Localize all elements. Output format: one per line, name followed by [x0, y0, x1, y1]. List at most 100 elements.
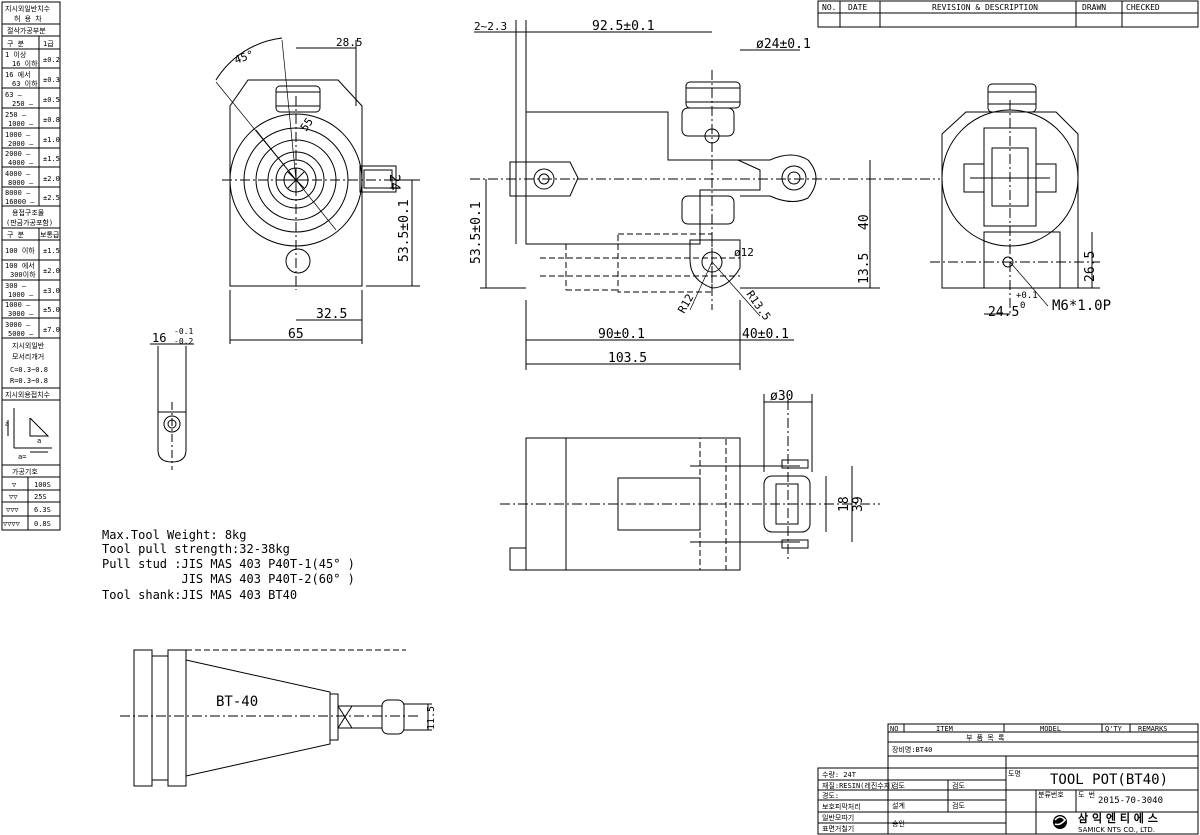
tol2-row-range-b: 300이하 [10, 270, 36, 279]
hardness-field: 경도: [822, 791, 839, 800]
weld-title: 지시외용접치수 [5, 390, 51, 399]
approve-label: 승인 [892, 819, 905, 828]
tol-row-range-a: 250 – [5, 111, 27, 119]
tol-row-value: ±0.5 [43, 96, 60, 104]
dim-53-5-front: 53.5±0.1 [397, 199, 412, 262]
tol-row-value: ±2.5 [43, 194, 60, 202]
tol2-row-value: ±2.0 [43, 267, 60, 275]
tol-title-1: 지시외일반치수 [5, 4, 51, 13]
check-label-2: 검도 [952, 782, 965, 790]
tol-row-range-b: 2000 – [8, 140, 34, 148]
tol-col2-header-1: 구 분 [7, 231, 25, 239]
dim-tol-dn: 0 [1020, 301, 1025, 311]
top-view: ø30 18 39 [500, 389, 880, 571]
bom-title: 부 품 목 록 [966, 734, 1005, 742]
tol-row-range-a: 1000 – [5, 131, 31, 139]
check-label-3: 검도 [952, 802, 965, 810]
weld-a-eq: a= [18, 453, 26, 461]
tol2-row-range-a: 100 에서 [5, 261, 35, 270]
tol-row-range-a: 16 에서 [5, 70, 31, 79]
general-field: 일반모따기 [822, 813, 854, 822]
dim-103-5: 103.5 [608, 351, 647, 366]
drawing-number: 2015-70-3040 [1098, 796, 1163, 806]
dim-11-5: 11.5 [426, 706, 437, 730]
chamfer-note-2: 모서리개거 [12, 352, 44, 361]
finish-field: 표면거칠기 [822, 824, 854, 833]
rev-col-drawn: DRAWN [1082, 3, 1106, 12]
class-label: 분류번호 [1038, 790, 1064, 799]
tol-col2-header-2: 보통급 [40, 231, 60, 239]
company-name-en: SAMICK NTS CO., LTD. [1078, 826, 1155, 834]
note-tool-shank: Tool shank:JIS MAS 403 BT40 [102, 588, 297, 602]
tol-row-value: ±0.3 [43, 76, 60, 84]
dim-dia-24: ø24±0.1 [756, 37, 811, 52]
finish-symbol: ▽▽▽ [6, 506, 19, 514]
dim-92-5: 92.5±0.1 [592, 19, 655, 34]
company-name-kr: 삼 익 엔 티 에 스 [1078, 811, 1158, 825]
right-view: 26.5 24.5 +0.1 0 M6*1.0P [930, 83, 1111, 320]
dim-90: 90±0.1 [598, 327, 645, 342]
note-max-weight: Max.Tool Weight: 8kg [102, 528, 247, 542]
tol2-row-range-b: 3000 – [8, 310, 34, 318]
dim-13-5: 13.5 [857, 253, 872, 284]
revision-table: NO. DATE REVISION & DESCRIPTION DRAWN CH… [817, 0, 1199, 28]
spec-notes: Max.Tool Weight: 8kg Tool pull strength:… [102, 528, 355, 602]
part-name: 장비명:BT40 [892, 745, 932, 754]
tol2-row-value: ±5.0 [43, 306, 60, 314]
tol-row-range-a: 8000 – [5, 189, 31, 197]
detail-tol-lower: -0.2 [174, 337, 193, 346]
detail-dim-16: 16 [152, 331, 166, 345]
rev-col-checked: CHECKED [1126, 3, 1160, 12]
tol-row-range-a: 63 – [5, 91, 23, 99]
dim-24-5: 24.5 [988, 305, 1019, 320]
tol2-row-range-a: 300 – [5, 282, 27, 290]
finish-value: 6.3S [34, 506, 51, 514]
note-pull-stud-1: Pull stud :JIS MAS 403 P40T-1(45° ) [102, 557, 355, 571]
finish-value: 100S [34, 481, 51, 489]
finish-value: 0.8S [34, 520, 51, 528]
rev-col-no: NO. [822, 3, 836, 12]
company-logo-icon [1053, 815, 1067, 829]
dim-32-5: 32.5 [316, 307, 347, 322]
tol-col-header-1: 구 분 [7, 40, 25, 48]
chamfer-note-4: R=0.3~0.8 [10, 377, 48, 385]
drawing-name: TOOL POT(BT40) [1050, 772, 1168, 788]
surface-field: 보호피막처리 [822, 802, 861, 811]
bom-col-item: ITEM [936, 725, 953, 733]
tol-row-range-b: 63 이하 [12, 79, 38, 88]
dim-65: 65 [288, 327, 304, 342]
finish-symbol: ▽▽▽▽ [3, 520, 21, 528]
dim-dia-12: ø12 [734, 246, 754, 259]
finish-title: 가공기호 [12, 467, 38, 476]
dim-m6-thread: M6*1.0P [1052, 298, 1111, 314]
dim-40: 40 [857, 214, 872, 230]
tol-row-range-b: 8000 – [8, 179, 34, 187]
dim-26-5: 26.5 [1083, 251, 1098, 282]
check-label-1: 검도 [892, 782, 905, 790]
finish-symbol: ▽ [12, 481, 17, 489]
tol-row-range-b: 4000 – [8, 159, 34, 167]
detail-view: 16 -0.1 -0.2 [150, 327, 194, 470]
tool-label: BT-40 [216, 694, 258, 710]
rev-col-desc: REVISION & DESCRIPTION [932, 3, 1038, 12]
tol-title-2: 허 용 차 [14, 14, 42, 23]
title-block: NO ITEM MODEL Q'TY REMARKS 부 품 목 록 장비명:B… [817, 723, 1199, 835]
tol-row-range-b: 250 – [12, 100, 34, 108]
tol2-row-range-b: 1000 – [8, 291, 34, 299]
finish-value: 25S [34, 493, 47, 501]
dim-28-5: 28.5 [336, 36, 363, 49]
dim-2-23: 2~2.3 [474, 20, 507, 33]
tol2-row-range-a: 1000 – [5, 301, 31, 309]
tol-row-range-a: 2000 – [5, 150, 31, 158]
note-pull-strength: Tool pull strength:32-38kg [102, 542, 290, 556]
bom-col-remarks: REMARKS [1138, 725, 1168, 733]
tol-section1-header: 절삭가공부분 [7, 26, 46, 35]
tol2-row-range-b: 5000 – [8, 330, 34, 338]
tol-row-range-b: 16 이하 [12, 59, 38, 68]
finish-symbol: ▽▽ [9, 493, 18, 501]
tol-row-range-b: 16000 – [5, 198, 35, 206]
front-view: 28.5 45° 55 53.5±0.1 32.5 65 24 [215, 36, 420, 344]
tol-row-value: ±2.0 [43, 175, 60, 183]
tol-row-value: ±1.0 [43, 136, 60, 144]
